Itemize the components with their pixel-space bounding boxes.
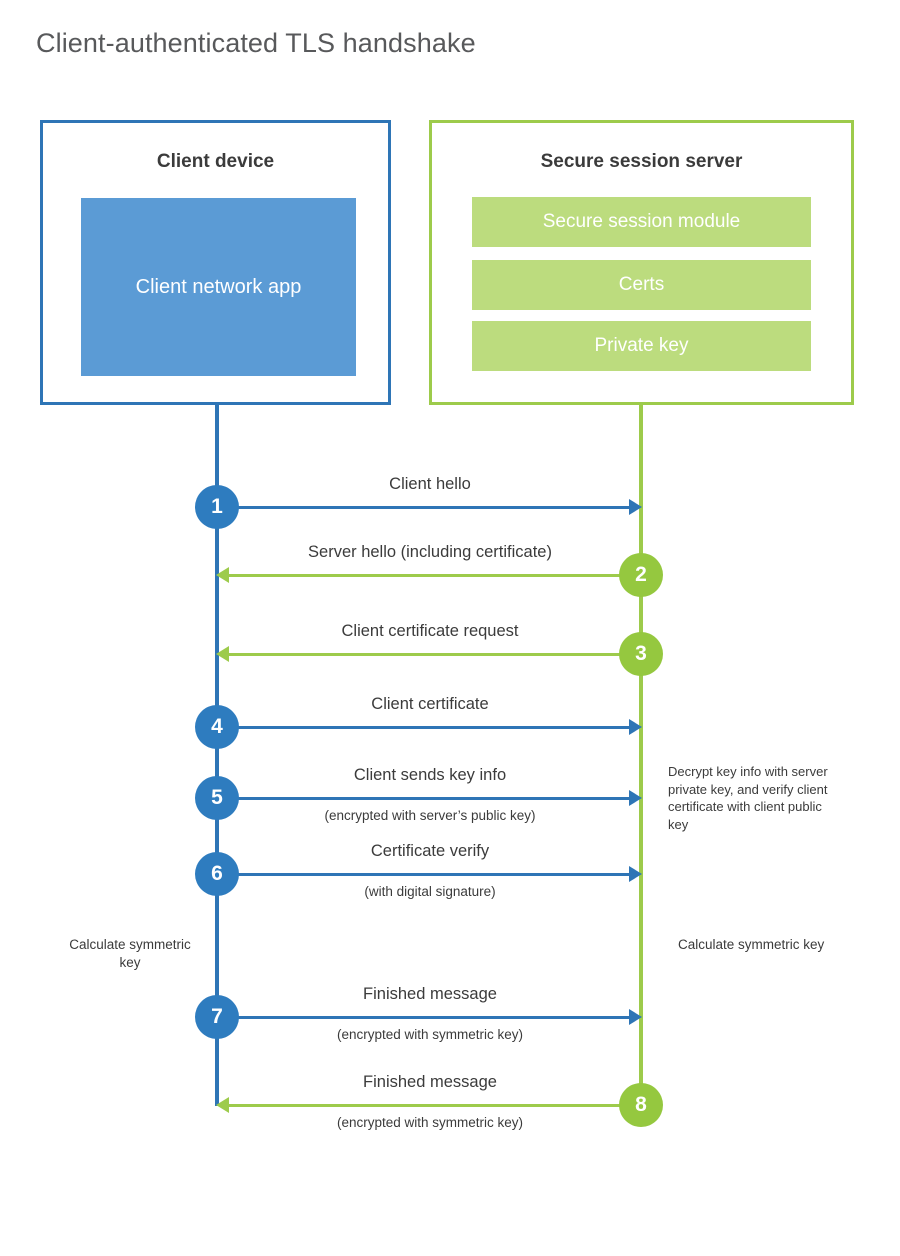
step-marker-3[interactable]: 3 (619, 632, 663, 676)
message-arrow-head (216, 567, 229, 583)
message-sublabel: (with digital signature) (364, 884, 496, 899)
step-marker-5[interactable]: 5 (195, 776, 239, 820)
secure-session-server-box: Secure session server Secure session mod… (429, 120, 854, 405)
message-arrow-head (629, 499, 642, 515)
server-block-private-key: Private key (472, 321, 811, 371)
server-block-secure-session-module: Secure session module (472, 197, 811, 247)
client-device-title: Client device (156, 151, 275, 172)
step-marker-2[interactable]: 2 (619, 553, 663, 597)
client-network-app-block: Client network app (81, 198, 356, 376)
server-calculate-symmetric-key-note: Calculate symmetric key (678, 937, 825, 952)
message-arrow-line (217, 1016, 630, 1019)
message-arrow-head (629, 1009, 642, 1025)
message-arrow-head (216, 646, 229, 662)
step-marker-6[interactable]: 6 (195, 852, 239, 896)
secure-session-server-title: Secure session server (540, 151, 743, 172)
message-sublabel: (encrypted with symmetric key) (336, 1027, 524, 1042)
step-marker-4[interactable]: 4 (195, 705, 239, 749)
page-title: Client-authenticated TLS handshake (36, 28, 476, 58)
message-arrow-line (228, 653, 641, 656)
message-arrow-line (217, 873, 630, 876)
message-arrow-head (629, 866, 642, 882)
message-label: Finished message (363, 1073, 497, 1091)
message-sublabel: (encrypted with symmetric key) (336, 1115, 524, 1130)
message-arrow-head (629, 790, 642, 806)
server-lifeline (639, 402, 643, 1106)
message-label: Client sends key info (353, 766, 507, 784)
message-label: Finished message (363, 985, 497, 1003)
message-label: Server hello (including certificate) (308, 543, 552, 561)
message-label: Client hello (389, 475, 471, 493)
message-label: Client certificate request (341, 622, 519, 640)
message-arrow-line (217, 797, 630, 800)
message-arrow-line (228, 574, 641, 577)
server-block-certs: Certs (472, 260, 811, 310)
server-decrypt-note: Decrypt key info with server private key… (668, 764, 828, 832)
client-lifeline (215, 402, 219, 1106)
client-calculate-symmetric-key-note: Calculate symmetric key (69, 937, 191, 971)
step-marker-7[interactable]: 7 (195, 995, 239, 1039)
message-sublabel: (encrypted with server’s public key) (324, 808, 536, 823)
step-marker-1[interactable]: 1 (195, 485, 239, 529)
message-label: Certificate verify (370, 842, 490, 860)
message-arrow-head (629, 719, 642, 735)
step-marker-8[interactable]: 8 (619, 1083, 663, 1127)
message-arrow-line (217, 726, 630, 729)
message-arrow-line (228, 1104, 641, 1107)
message-arrow-head (216, 1097, 229, 1113)
client-device-box: Client device Client network app (40, 120, 391, 405)
message-arrow-line (217, 506, 630, 509)
message-label: Client certificate (371, 695, 489, 713)
